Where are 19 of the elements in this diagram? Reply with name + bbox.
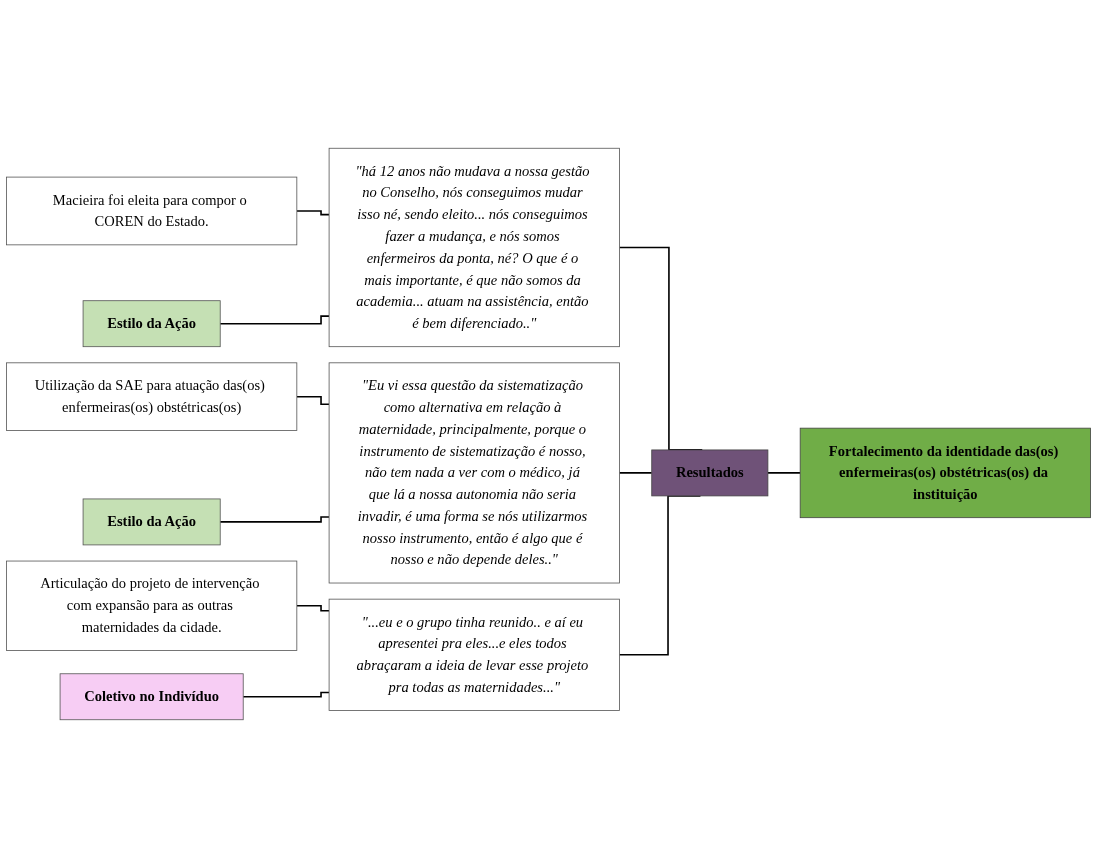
- node-box: Coletivo no Indivíduo: [59, 673, 244, 721]
- node-box: Articulação do projeto de intervenção com expansão para as outras maternidades da cidade.: [6, 560, 298, 651]
- connector: [296, 395, 330, 406]
- connector: [618, 472, 653, 474]
- connector: [242, 691, 330, 698]
- connector: [296, 210, 330, 216]
- node-box: Utilização da SAE para atuação das(os) enfermeiras(os) obstétricas(os): [6, 362, 298, 431]
- node-box: "...eu e o grupo tinha reunido.. e aí eu apresentei pra eles...e eles todos abraçaram a ideia de levar esse projeto pra todas as maternidades...": [328, 598, 620, 711]
- connector: [767, 472, 801, 474]
- node-box: Estilo da Ação: [82, 498, 221, 546]
- connector: [219, 315, 330, 325]
- node-box: Estilo da Ação: [82, 300, 221, 348]
- node-box: Macieira foi eleita para compor o COREN do Estado.: [6, 176, 298, 246]
- connector: [296, 605, 330, 612]
- node-box: "há 12 anos não mudava a nossa gestão no Conselho, nós conseguimos mudar isso né, sendo eleito... nós conseguimos fazer a mudança, e nós somos enfermeiros da ponta, né? O que é o mais importante, é que não somos da academia... atuam na assistência, então é bem diferenciado..": [328, 147, 620, 348]
- connector: [219, 516, 330, 523]
- node-box: Resultados: [651, 449, 769, 497]
- node-box: Fortalecimento da identidade das(os) enfermeiras(os) obstétricas(os) da instituição: [799, 427, 1091, 519]
- node-box: "Eu vi essa questão da sistematização como alternativa em relação à maternidade, principalmente, porque o instrumento de sistematização é nosso, não tem nada a ver com o médico, já que lá a nossa autonomia não seria invadir, é uma forma se nós utilizarmos nosso instrumento, então é algo que é nosso e não depende deles..": [328, 362, 620, 584]
